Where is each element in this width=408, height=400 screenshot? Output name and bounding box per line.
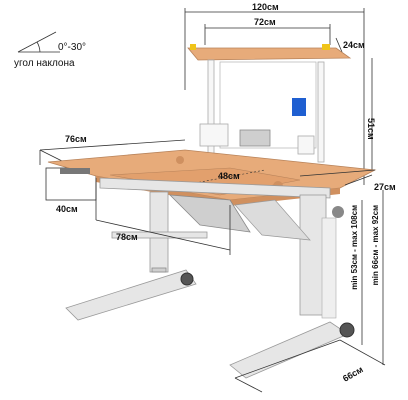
shelf-height-label: 51см <box>366 118 376 140</box>
side-hook-bar <box>60 168 90 174</box>
organizer-tray <box>239 129 271 147</box>
shelf-width-label: 72см <box>254 17 276 27</box>
shelf-accent-right <box>322 44 330 50</box>
blue-holder <box>292 98 306 116</box>
lower-bar <box>111 231 208 239</box>
desk-frame <box>65 177 355 379</box>
cross-beam <box>99 177 331 199</box>
leg-right-upper <box>299 194 327 316</box>
height-knob <box>332 206 344 218</box>
desk-depth-label: 76см <box>65 134 87 144</box>
desktop-groove <box>176 156 184 164</box>
pen-cup <box>297 135 315 155</box>
foot-right <box>229 321 349 379</box>
tilt-angle-indicator: 0°-30° угол наклона <box>14 31 86 69</box>
desktop-edge <box>96 176 340 206</box>
fixed-section-line <box>344 174 373 186</box>
shelf-depth-label: 24см <box>343 40 365 50</box>
shelf-accent-left <box>190 44 196 50</box>
total-width-label: 120см <box>252 2 279 12</box>
side-hook <box>199 123 229 147</box>
side-tray-label: 40см <box>56 204 78 214</box>
wheel-right <box>339 322 355 338</box>
footrest-bracket <box>234 199 311 241</box>
wheel-left <box>180 272 194 286</box>
angle-range-label: 0°-30° <box>58 42 86 53</box>
foot-left <box>65 269 197 321</box>
height-range-desk-label: min 66см - max 92см <box>371 205 380 285</box>
shelf-top <box>187 47 352 61</box>
hutch-post-right <box>317 61 325 163</box>
base-depth-label: 66см <box>341 364 365 384</box>
hutch <box>187 44 352 163</box>
height-range-top-label: min 53см - max 108см <box>350 205 359 290</box>
knee-width-lines <box>95 178 231 255</box>
knee-width-label: 78см <box>116 232 138 242</box>
tilt-section-label: 48см <box>218 171 240 181</box>
top-dimension-lines <box>184 8 365 185</box>
fixed-section-label: 27см <box>374 182 396 192</box>
height-scale <box>321 217 337 319</box>
base-depth-line <box>234 339 341 379</box>
angle-caption: угол наклона <box>14 58 75 69</box>
